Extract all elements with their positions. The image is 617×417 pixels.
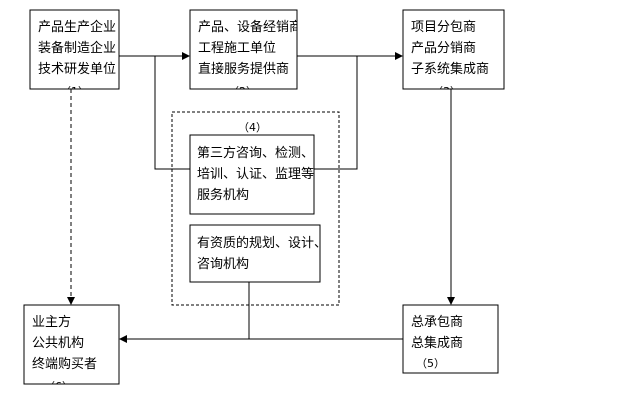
node-5-line: 总承包商 <box>411 315 463 330</box>
node-4b-line: 咨询机构 <box>197 257 249 272</box>
node-4a-line: 培训、认证、监理等 <box>197 166 314 182</box>
node-1-line: 产品生产企业 <box>38 19 116 35</box>
node-4a-line: 服务机构 <box>197 187 249 203</box>
node-4b-line: 有资质的规划、设计、 <box>197 235 327 251</box>
node-3: 项目分包商 产品分销商 子系统集成商 （3） <box>411 20 489 98</box>
connector-4a-right <box>314 56 358 170</box>
node-5: 总承包商 总集成商 （5） <box>411 315 463 370</box>
node-1-box <box>29 9 120 90</box>
connector-4a-left <box>154 56 190 170</box>
node-3-line: 项目分包商 <box>411 20 476 35</box>
node-2-number: （2） <box>228 85 257 98</box>
node-4a-line: 第三方咨询、检测、 <box>197 145 314 161</box>
node-2: 产品、设备经销商 工程施工单位 直接服务提供商 （2） <box>198 19 302 98</box>
node-5-number: （5） <box>416 357 445 370</box>
node-4b: 有资质的规划、设计、 咨询机构 <box>197 235 327 272</box>
node-3-line: 产品分销商 <box>411 41 476 56</box>
node-3-box <box>402 9 505 90</box>
node-2-line: 直接服务提供商 <box>198 61 289 77</box>
node-3-line: 子系统集成商 <box>411 61 489 77</box>
node-4a-box <box>189 134 315 215</box>
node-4a: 第三方咨询、检测、 培训、认证、监理等 服务机构 <box>197 145 314 203</box>
node-5-line: 总集成商 <box>411 335 463 351</box>
node-2-line: 产品、设备经销商 <box>198 19 302 35</box>
node-1-line: 装备制造企业 <box>38 40 116 56</box>
node-1-number: （1） <box>60 85 89 98</box>
node-3-number: （3） <box>432 85 461 98</box>
group-4-number: （4） <box>238 121 267 134</box>
node-6-box <box>23 304 120 385</box>
node-5-box <box>402 304 499 374</box>
node-6: 业主方 公共机构 终端购买者 （6） <box>32 314 97 393</box>
node-1: 产品生产企业 装备制造企业 技术研发单位 （1） <box>38 19 116 98</box>
node-6-line: 公共机构 <box>32 336 84 351</box>
node-6-number: （6） <box>44 380 73 393</box>
node-4b-box <box>189 224 321 283</box>
node-1-line: 技术研发单位 <box>38 61 116 77</box>
node-2-box <box>189 9 298 90</box>
node-6-line: 终端购买者 <box>32 356 97 372</box>
node-6-line: 业主方 <box>32 314 71 330</box>
node-2-line: 工程施工单位 <box>198 41 276 56</box>
